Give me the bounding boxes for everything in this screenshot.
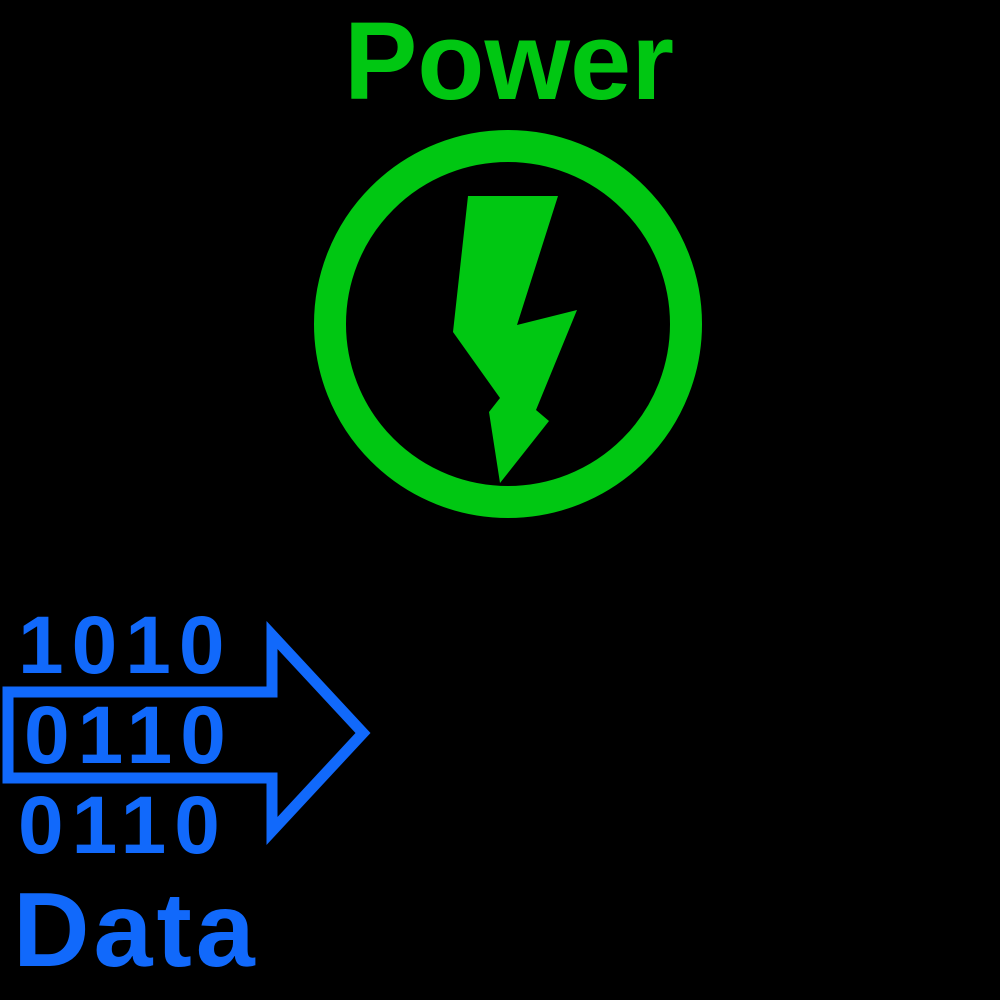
power-circle-ring (314, 130, 702, 518)
binary-row-2: 0110 (24, 690, 234, 781)
binary-row-1: 1010 (18, 600, 232, 691)
data-title: Data (13, 871, 259, 989)
lightning-bolt-circle-icon (314, 130, 702, 518)
right-arrow-outline-icon (2, 620, 371, 846)
power-title: Power (344, 0, 674, 123)
binary-data-arrow-icon: 1010 0110 0110 (2, 600, 371, 871)
lightning-bolt-icon (453, 196, 577, 483)
binary-row-3: 0110 (18, 780, 228, 871)
